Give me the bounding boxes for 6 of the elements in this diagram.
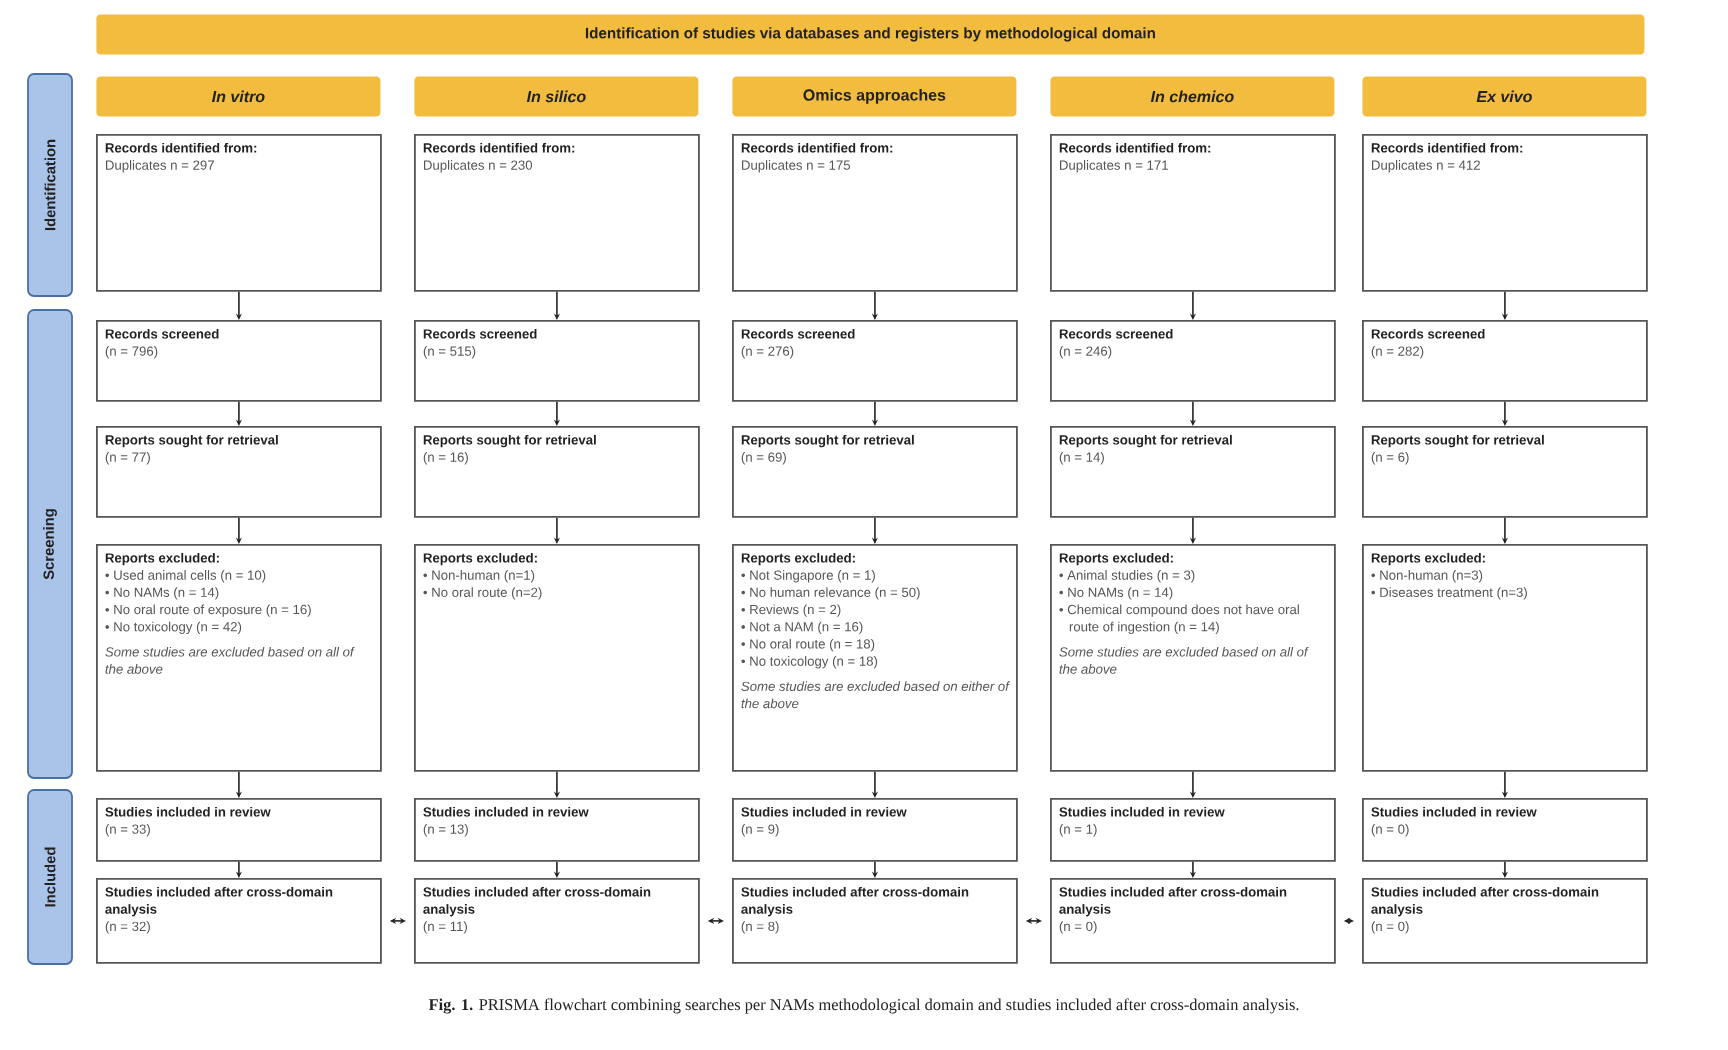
- domain-header: In chemico: [1050, 76, 1335, 117]
- caption: Fig. 1. PRISMA flowchart combining searches per NAMs methodological domain and studies included after cross-domain analysis.: [428, 998, 1299, 1014]
- domain-header: In silico: [414, 76, 699, 117]
- domain-header: In vitro: [96, 76, 381, 117]
- domain-header: Omics approaches: [732, 76, 1017, 117]
- domain-header: Ex vivo: [1362, 76, 1647, 117]
